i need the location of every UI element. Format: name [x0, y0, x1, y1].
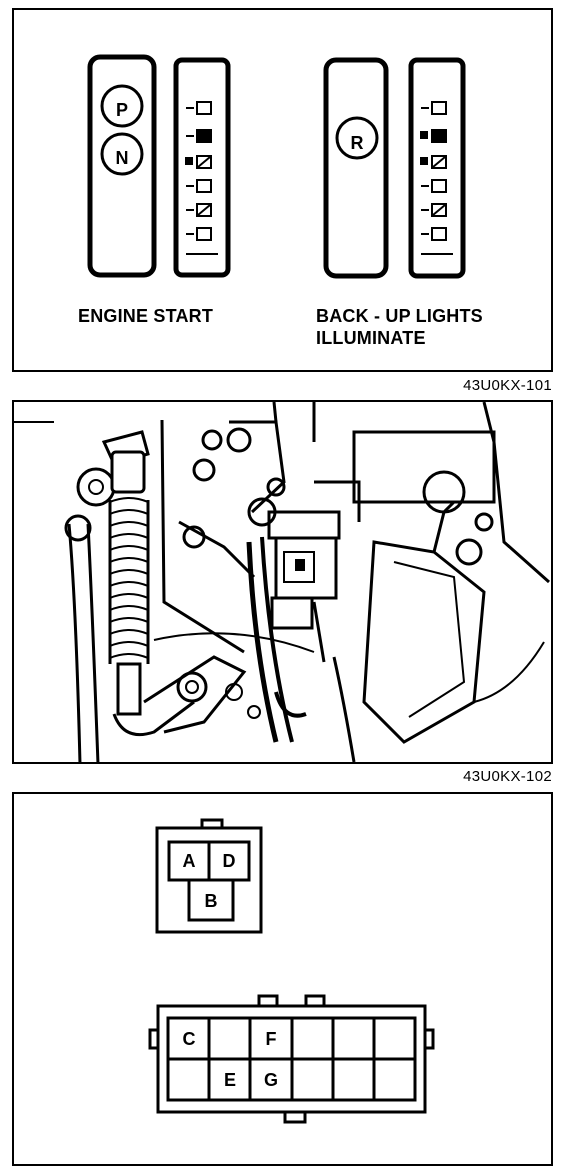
pin-label-a: A [183, 851, 196, 871]
reverse-circle [335, 116, 379, 160]
gear-letter-p: P [116, 100, 128, 120]
backup-lights-caption-line2: ILLUMINATE [316, 328, 426, 348]
engine-start-caption: ENGINE START [78, 306, 214, 326]
reverse-indicator-plate [323, 57, 389, 279]
gear-letter-n: N [116, 148, 129, 168]
park-neutral-indicator-plate [87, 54, 157, 278]
spring-coils [108, 497, 150, 664]
engine-bay-figure [12, 400, 553, 765]
neutral-circle [100, 132, 144, 176]
pin-label-g: G [264, 1070, 278, 1090]
figure-ref-101: 43U0KX-101 [463, 377, 552, 394]
gear-position-strip-left [173, 57, 231, 278]
pin-label-d: D [223, 851, 236, 871]
gear-position-strip-left-marks [185, 101, 218, 255]
pin-label-c: C [183, 1029, 196, 1049]
gear-position-strip-right-marks [420, 101, 453, 255]
engine-bay-drawing [14, 402, 550, 765]
figure-ref-102: 43U0KX-102 [463, 768, 552, 785]
pin-label-f: F [266, 1029, 277, 1049]
gear-position-strip-right [408, 57, 466, 279]
gear-position-figure: P N R ENGINE START BACK - UP [12, 8, 553, 372]
gear-position-drawing: P N R [87, 54, 466, 279]
large-connector [148, 994, 435, 1124]
backup-lights-caption-line1: BACK - UP LIGHTS [316, 306, 483, 326]
pin-label-e: E [224, 1070, 236, 1090]
connector-pinout-drawing: A D B C F E G [148, 818, 435, 1124]
small-connector [155, 818, 263, 934]
connector-pinout-figure: A D B C F E G [12, 792, 553, 1166]
gear-letter-r: R [351, 133, 364, 153]
pin-label-b: B [205, 891, 218, 911]
park-circle [100, 84, 144, 128]
